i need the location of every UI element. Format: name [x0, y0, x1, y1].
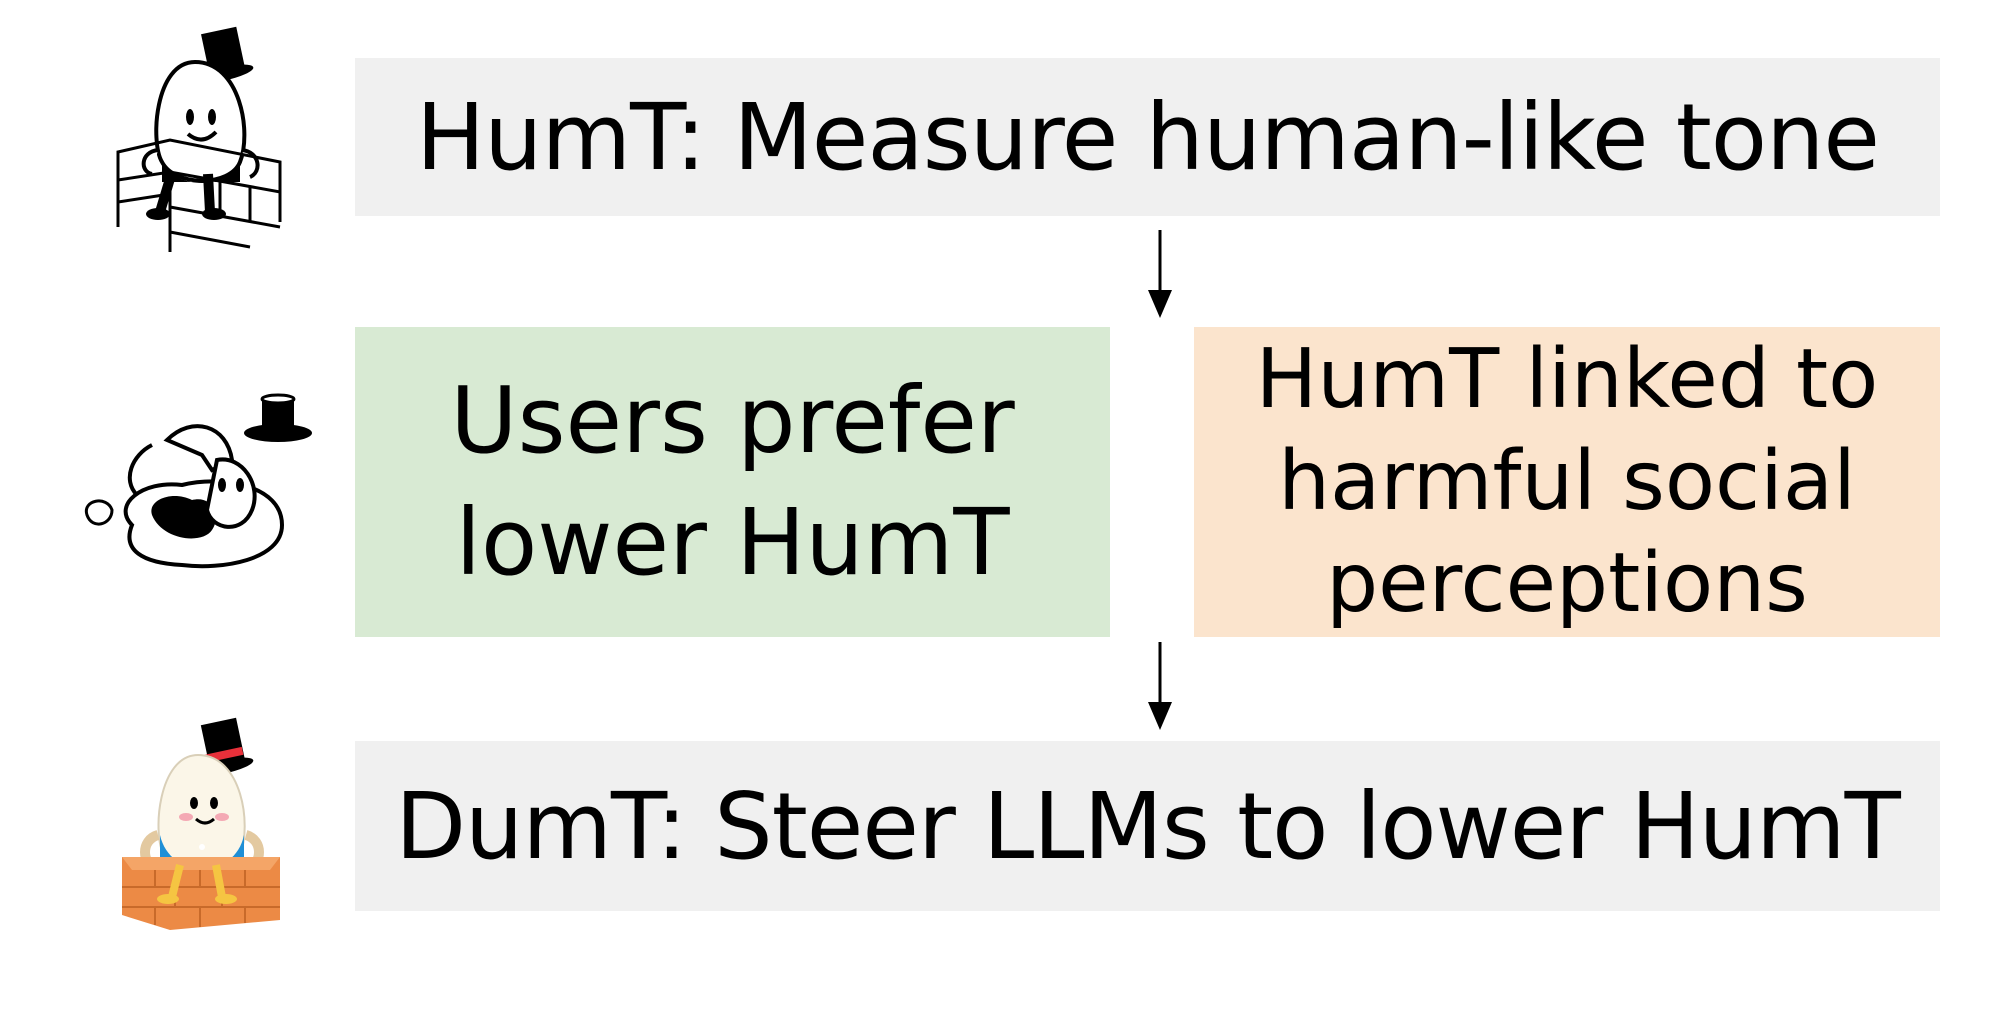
broken-egg-icon — [84, 393, 312, 569]
harmful-perceptions-line3: perceptions — [1326, 536, 1808, 631]
humt-measure-text: HumT: Measure human-like tone — [415, 83, 1880, 191]
users-prefer-line2: lower HumT — [455, 489, 1010, 596]
harmful-perceptions-line2: harmful social — [1278, 434, 1856, 529]
arrow-down-icon — [1148, 230, 1172, 318]
harmful-perceptions-box: HumT linked to harmful social perception… — [1194, 327, 1940, 637]
arrow-down-icon — [1148, 642, 1172, 730]
dumt-steer-box: DumT: Steer LLMs to lower HumT — [355, 741, 1940, 911]
humpty-dumpty-color-icon — [122, 717, 280, 930]
humpty-dumpty-sitting-icon — [116, 26, 282, 252]
users-prefer-line1: Users prefer — [450, 367, 1015, 474]
users-prefer-box: Users prefer lower HumT — [355, 327, 1110, 637]
humt-measure-box: HumT: Measure human-like tone — [355, 58, 1940, 216]
harmful-perceptions-line1: HumT linked to — [1255, 332, 1879, 427]
dumt-steer-text: DumT: Steer LLMs to lower HumT — [395, 772, 1901, 880]
